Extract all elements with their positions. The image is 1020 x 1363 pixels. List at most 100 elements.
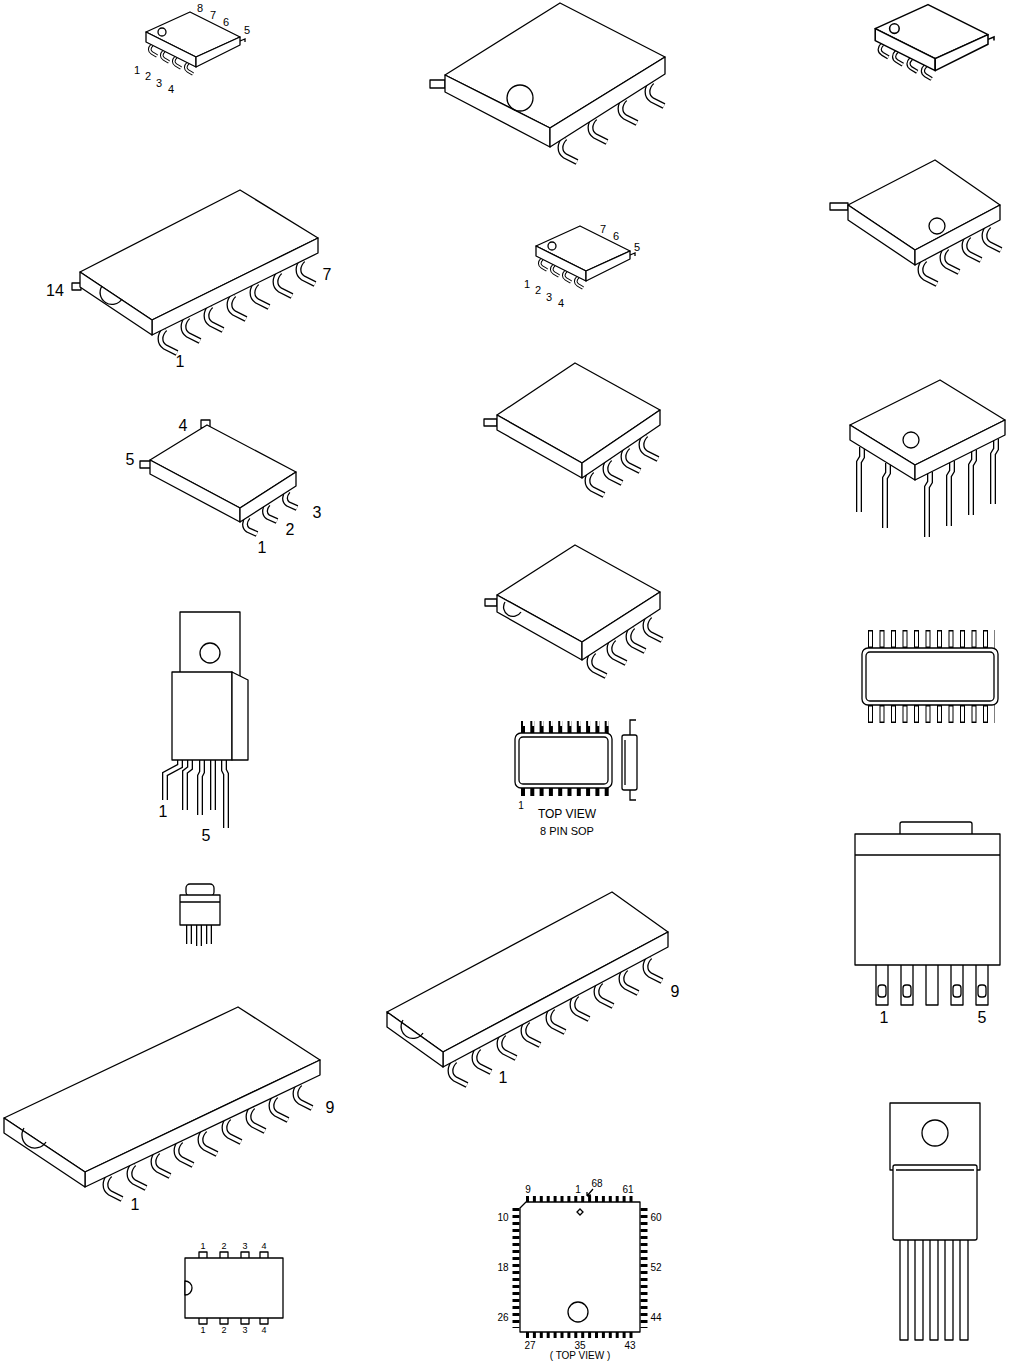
dip8-part: [859, 447, 862, 512]
to263-5-part: [976, 963, 988, 1005]
sop8-part: [624, 447, 641, 471]
pin-number: 4: [261, 1326, 266, 1335]
sop8-small-part: [536, 226, 635, 288]
ssop24-top-view-part: [868, 630, 995, 648]
to220f-5-part: [200, 643, 220, 663]
pin-number: 14: [46, 283, 64, 299]
sop8-small: [146, 12, 245, 74]
pin-number: 1: [258, 540, 267, 556]
view-caption: 8 PIN SOP: [540, 826, 594, 837]
sot23-5-part: [245, 517, 257, 534]
sop8-large-part: [561, 138, 578, 162]
sop14-part: [184, 317, 201, 341]
dip18-part: [646, 957, 663, 981]
sop14: [72, 190, 318, 353]
dip18-part: [177, 1141, 194, 1165]
dpak: [180, 884, 220, 946]
pin-number: 3: [313, 505, 322, 521]
dip18-part: [154, 1152, 171, 1176]
sop8-part: [642, 435, 659, 459]
to220f-5-part: [165, 758, 180, 800]
to263-5-part: [978, 985, 986, 997]
dip8-top-view-part: [185, 1281, 192, 1295]
sop8-large-part: [507, 85, 533, 111]
pin-number: 1: [880, 1010, 889, 1026]
ssop-top-view-part: [622, 735, 637, 790]
sop8-notched-part: [504, 602, 521, 616]
dip18-part: [296, 1084, 313, 1108]
ssop-top-view-part: [521, 788, 609, 796]
sop8-large-part: [591, 118, 608, 142]
dip18-part: [387, 1012, 443, 1067]
dip18-part: [106, 1175, 123, 1199]
sop8-notched-part: [582, 592, 660, 660]
pin-number: 1: [176, 354, 185, 370]
to220f-5: [165, 612, 248, 828]
sop8-part: [606, 459, 623, 483]
dip18-part: [622, 969, 639, 993]
sop8-small: [536, 226, 635, 288]
dip8-part: [903, 432, 919, 448]
sop8-part: [624, 447, 641, 471]
sot23-5-part: [265, 504, 277, 521]
dip8-top-view: [185, 1252, 283, 1324]
dip18-part: [85, 1060, 320, 1187]
sop8-part: [985, 226, 1002, 250]
dip8: [850, 380, 1005, 537]
sop8-part: [497, 363, 660, 463]
to220f-5-part: [185, 758, 190, 810]
sot23-5-part: [285, 491, 297, 508]
plcc68-top-view-part: [577, 1209, 583, 1215]
sop8-large-part: [621, 99, 638, 123]
pin-number: 6: [223, 17, 229, 28]
sot23-5: [140, 420, 297, 534]
sop8-large-part: [621, 99, 638, 123]
dip8-top-view-part: [185, 1258, 283, 1318]
sot23-5-part: [240, 472, 296, 522]
pin-number: 3: [242, 1326, 247, 1335]
sop14-part: [161, 329, 178, 353]
sop8-large-part: [648, 82, 665, 106]
dip18-part: [106, 1175, 123, 1199]
sop8-notched-part: [497, 545, 660, 642]
sot23-5-part: [285, 491, 297, 508]
sop8-notched-part: [629, 627, 646, 651]
pin-number: 2: [286, 522, 295, 538]
sop8-notched-part: [485, 599, 497, 606]
ssop-top-view-part: [624, 740, 625, 785]
to220-5: [890, 1103, 980, 1340]
dip8-part: [971, 450, 974, 515]
sop8-large-part: [445, 75, 550, 147]
pin-number: 52: [650, 1263, 661, 1273]
sop8-part: [965, 236, 982, 260]
pin-number: 1: [524, 279, 530, 290]
pin-number: 1: [499, 1070, 508, 1086]
dip18-part: [225, 1118, 242, 1142]
sop8-notched-part: [646, 616, 663, 640]
to220-5-part: [900, 1238, 968, 1340]
to263-5-part: [855, 834, 1000, 965]
dip18-part: [130, 1164, 147, 1188]
dip8-part: [993, 439, 996, 504]
sop8-part: [915, 205, 1000, 265]
to263-5-part: [878, 985, 886, 997]
sop14-part: [207, 306, 224, 330]
ssop24-top-view-part: [862, 648, 998, 705]
to263-5: [855, 822, 1000, 1005]
dip18-part: [154, 1152, 171, 1176]
sop8-small-part: [875, 5, 994, 79]
pin-number: 1: [575, 1185, 581, 1195]
plcc68-top-view-part: [641, 1208, 648, 1328]
sop8-part: [606, 459, 623, 483]
ssop24-top-view-part: [869, 632, 995, 647]
view-caption: ( TOP VIEW ): [550, 1351, 611, 1361]
dip18-part: [387, 892, 668, 1052]
sop8-large: [430, 3, 665, 162]
sop8: [484, 363, 660, 495]
sop8-part: [830, 203, 848, 210]
to220f-5-part: [172, 672, 232, 760]
pin-number: 9: [326, 1100, 335, 1116]
dip18-part: [622, 969, 639, 993]
pin-number: 5: [244, 25, 250, 36]
